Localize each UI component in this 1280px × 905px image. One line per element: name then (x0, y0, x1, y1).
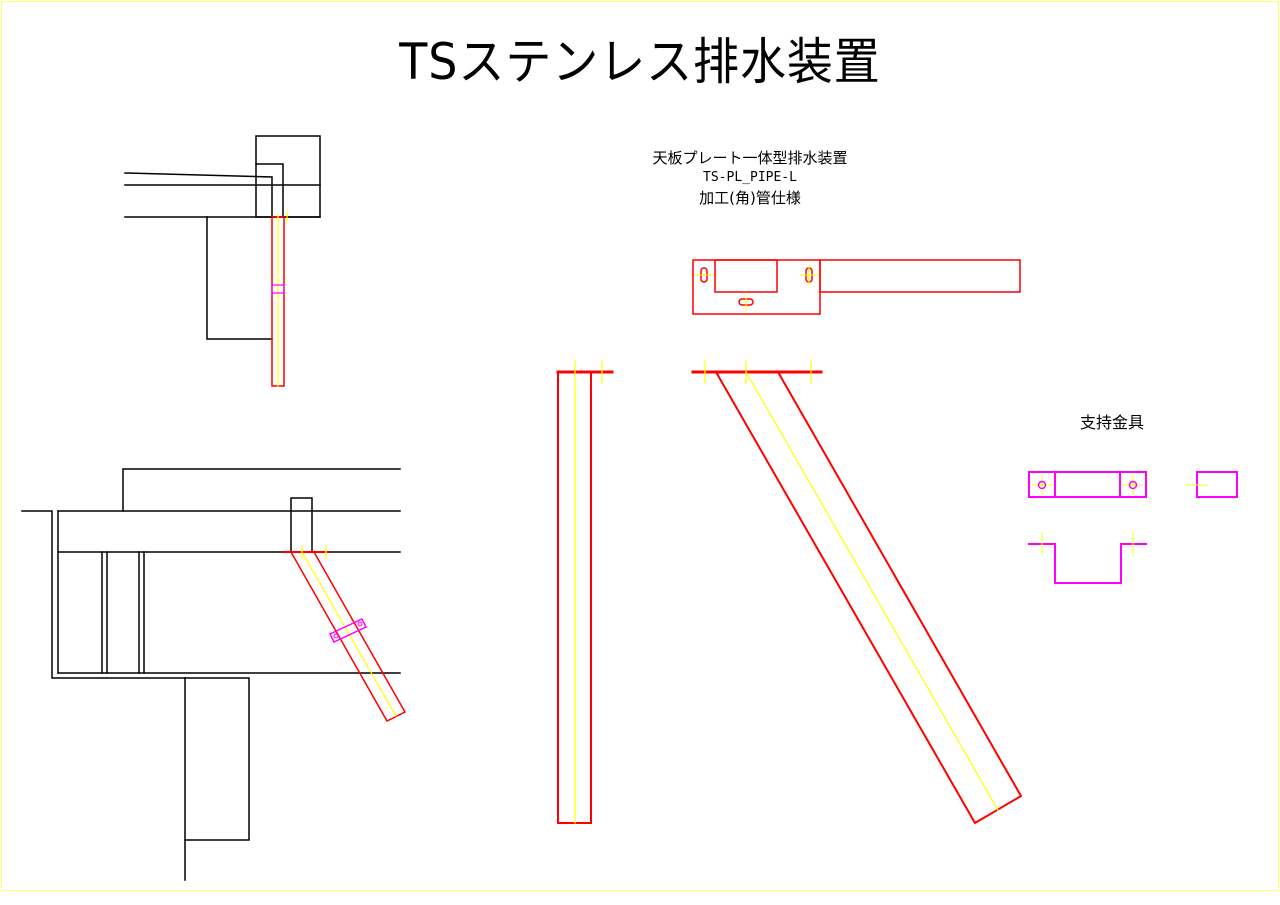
product-name: 天板プレート一体型排水装置 (652, 149, 848, 167)
top-view-plate (692, 259, 1021, 315)
vertical-pipe-small (271, 211, 288, 387)
drawing-title: TSステンレス排水装置 (399, 33, 881, 91)
section-view-vertical (124, 135, 321, 340)
support-bracket-drawing (1028, 471, 1238, 584)
vertical-pipe-large (556, 359, 614, 824)
product-model: TS-PL_PIPE-L (703, 170, 797, 185)
angled-pipe-small (282, 545, 407, 722)
product-caption: 天板プレート一体型排水装置 TS-PL_PIPE-L 加工(角)管仕様 (600, 148, 900, 208)
product-spec: 加工(角)管仕様 (699, 189, 801, 207)
section-view-angled (21, 468, 401, 881)
support-label: 支持金具 (1080, 413, 1145, 432)
angled-pipe-large (691, 359, 1023, 825)
